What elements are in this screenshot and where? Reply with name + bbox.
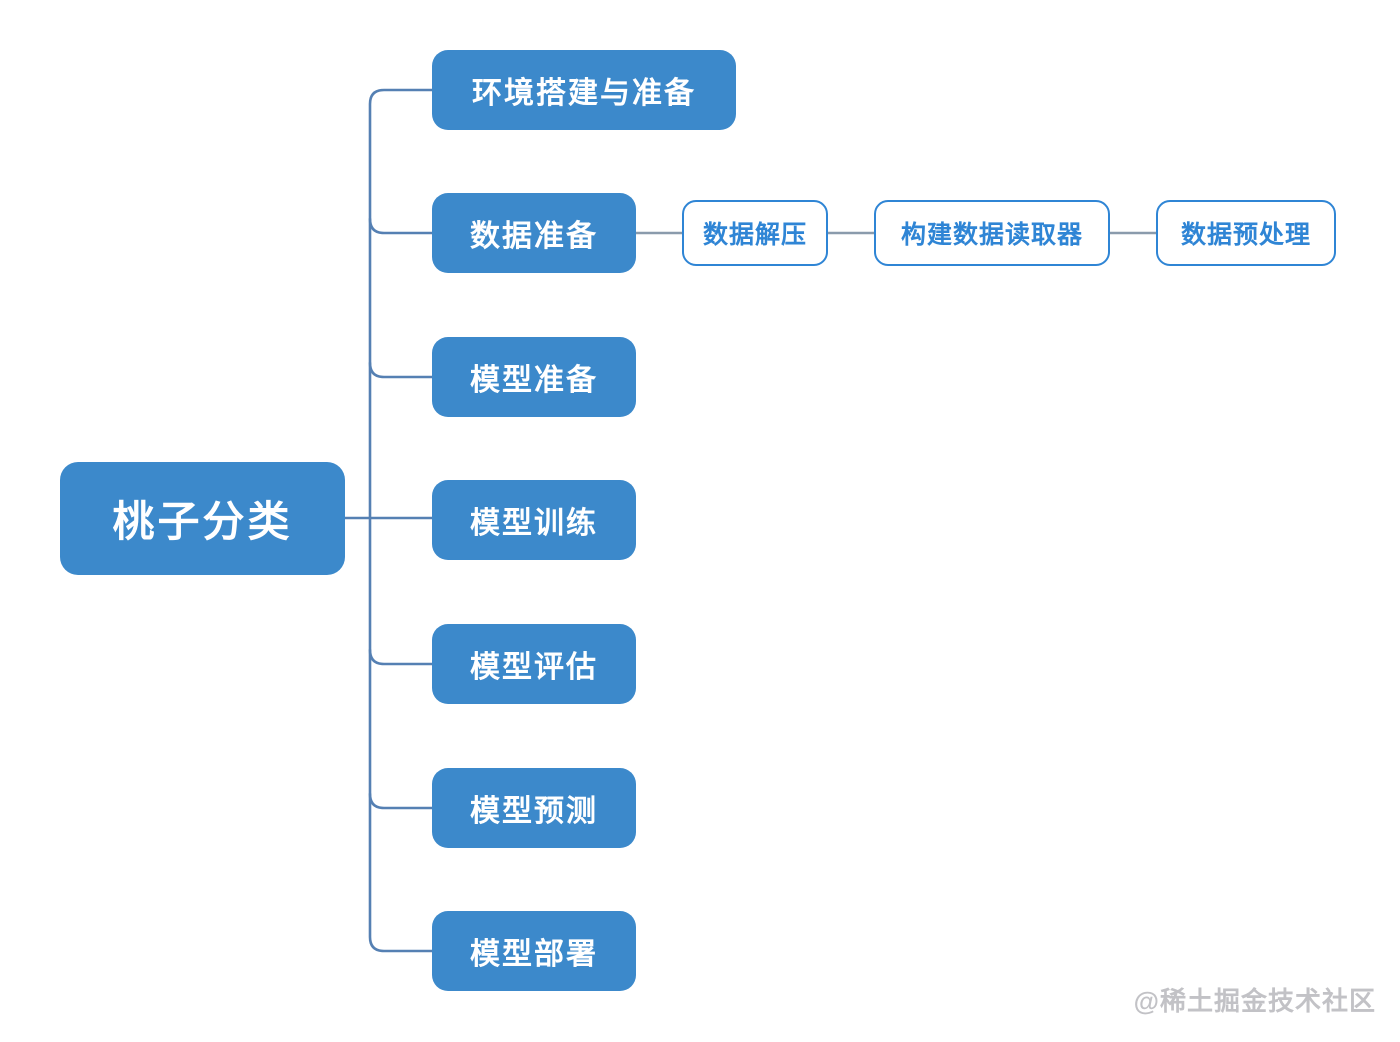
node-data-reader[interactable]: 构建数据读取器 [874,200,1110,266]
connector-branch-3 [368,361,434,379]
node-label: 构建数据读取器 [900,221,1083,249]
connector-branch-2 [368,217,434,235]
node-env-setup[interactable]: 环境搭建与准备 [432,50,736,130]
node-data-unzip[interactable]: 数据解压 [682,200,828,266]
node-label: 模型评估 [470,651,598,684]
node-model-deploy[interactable]: 模型部署 [432,911,636,991]
connector-branch-6 [368,792,434,810]
node-label: 数据准备 [470,220,598,253]
node-model-eval[interactable]: 模型评估 [432,624,636,704]
node-model-predict[interactable]: 模型预测 [432,768,636,848]
connector-branch-5 [368,648,434,666]
node-model-train[interactable]: 模型训练 [432,480,636,560]
node-label: 环境搭建与准备 [472,77,696,110]
connector-trunk [368,88,434,953]
node-label: 模型准备 [470,364,598,397]
node-label: 模型训练 [470,507,598,540]
node-model-prep[interactable]: 模型准备 [432,337,636,417]
node-label: 数据预处理 [1180,221,1311,249]
node-data-preprocess[interactable]: 数据预处理 [1156,200,1336,266]
node-label: 模型预测 [470,795,598,828]
node-label: 模型部署 [470,938,598,971]
node-root-label: 桃子分类 [112,498,293,545]
watermark: @稀土掘金技术社区 [1133,986,1376,1016]
node-label: 数据解压 [702,221,807,249]
node-root[interactable]: 桃子分类 [60,462,345,575]
node-data-prep[interactable]: 数据准备 [432,193,636,273]
